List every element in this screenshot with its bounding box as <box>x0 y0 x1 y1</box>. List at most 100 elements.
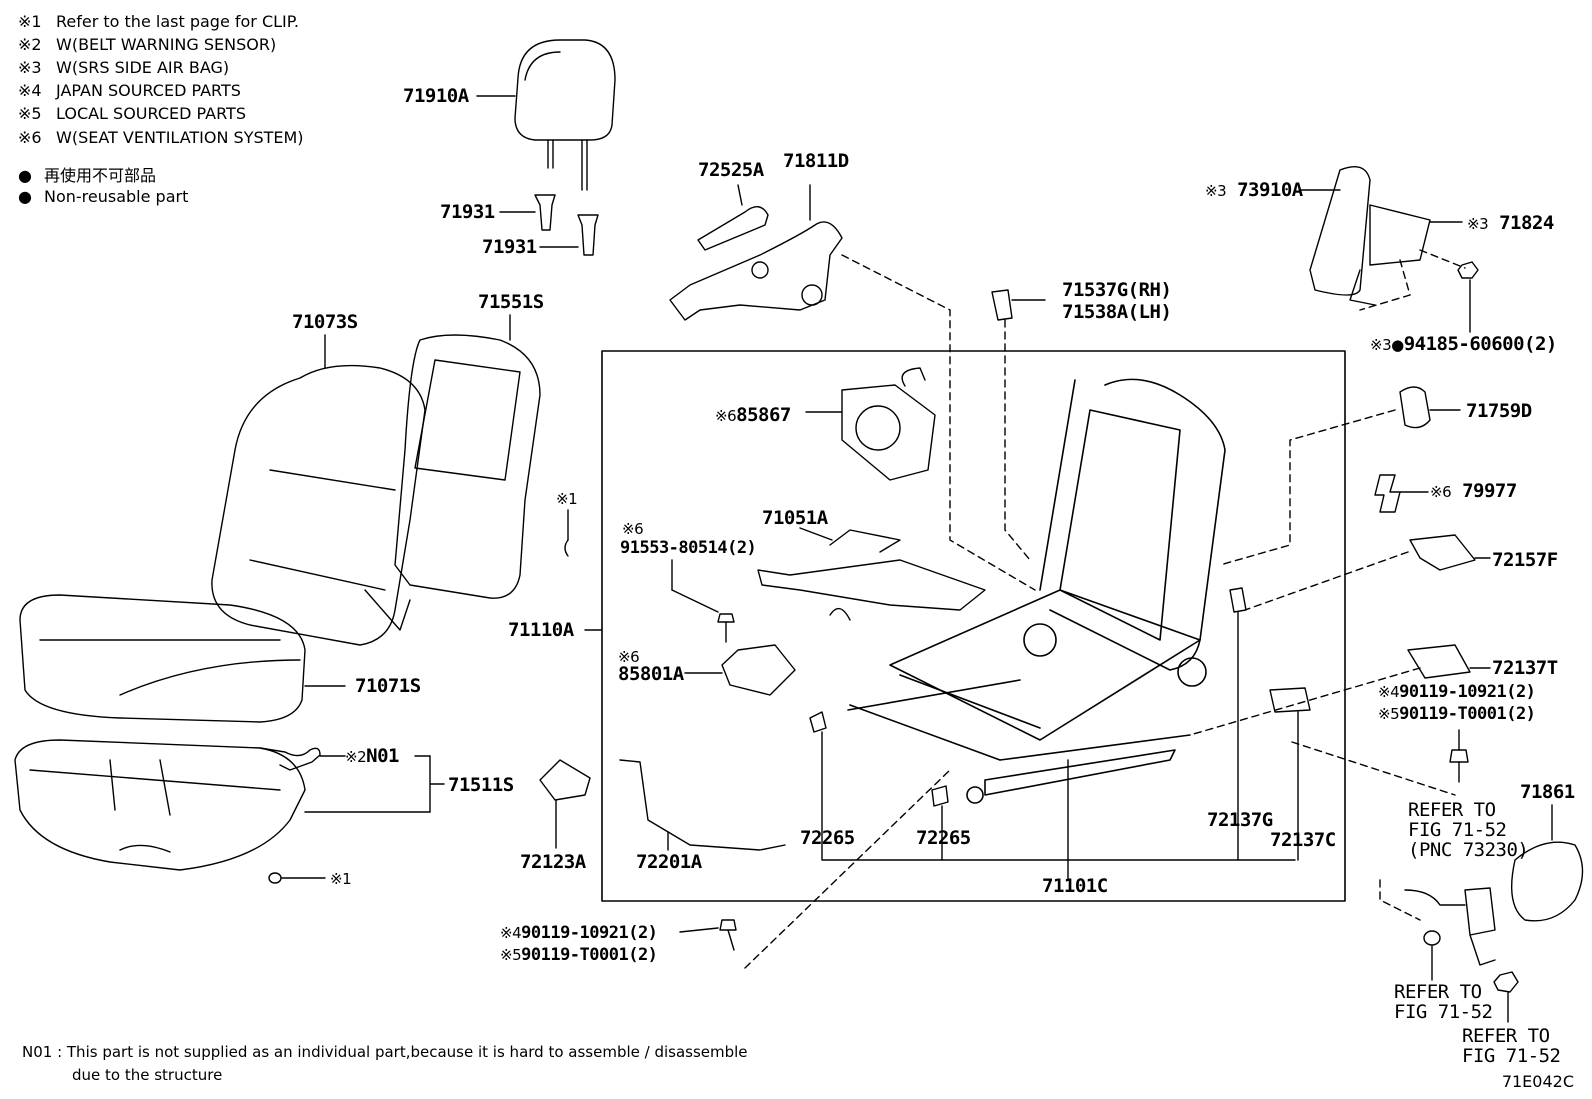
seatback-pad-drawing <box>364 314 541 631</box>
part-71073S[interactable]: 71073S <box>292 311 358 333</box>
seat-belt-buckle-drawing <box>1379 879 1519 1023</box>
note-mark: ※6 <box>18 128 42 147</box>
refer-fig-71-52-a[interactable]: REFER TO FIG 71-52 <box>1394 982 1493 1023</box>
clip-note-1: ※1 <box>556 488 578 509</box>
part-71759D[interactable]: 71759D <box>1466 400 1532 422</box>
refer-line: (PNC 73230) <box>1408 839 1529 861</box>
note-mark: ※5 <box>18 104 42 123</box>
part-71824[interactable]: ※3 71824 <box>1467 213 1554 234</box>
refer-fig-71-52-pnc[interactable]: REFER TO FIG 71-52 (PNC 73230) <box>1408 800 1529 861</box>
seat-frame-drawing <box>847 378 1226 804</box>
footnote-line-1: N01 : This part is not supplied as an in… <box>22 1043 748 1061</box>
part-number: 79977 <box>1462 480 1517 502</box>
note-text: W(BELT WARNING SENSOR) <box>56 35 277 54</box>
filled-circle-icon: ● <box>18 166 32 185</box>
refer-line: FIG 71-52 <box>1462 1045 1561 1067</box>
part-number: 85867 <box>736 404 791 426</box>
part-71071S[interactable]: 71071S <box>355 675 421 697</box>
part-number: 73910A <box>1237 179 1303 201</box>
part-number: 90119-T0001(2) <box>521 945 658 965</box>
part-71538A-lh[interactable]: 71538A(LH) <box>1062 301 1172 323</box>
bracket-72123A-drawing <box>539 759 591 849</box>
lower-bolt-drawing <box>679 741 1456 969</box>
part-72525A[interactable]: 72525A <box>698 159 764 181</box>
note-mark: ※2 <box>18 35 42 54</box>
part-94185-60600[interactable]: ※3●94185-60600(2) <box>1370 334 1557 355</box>
part-73910A[interactable]: ※3 73910A <box>1205 180 1303 201</box>
note-mark: ※1 <box>556 490 578 508</box>
part-90119-10921[interactable]: ※490119-10921(2) <box>1378 682 1536 702</box>
part-number: 90119-10921(2) <box>1399 682 1536 702</box>
part-90119-10921-lower[interactable]: ※490119-10921(2) <box>500 923 658 943</box>
note-text: W(SRS SIDE AIR BAG) <box>56 58 230 77</box>
part-85801A[interactable]: 85801A <box>618 663 684 685</box>
part-72265[interactable]: 72265 <box>916 827 971 849</box>
part-90119-T0001-lower[interactable]: ※590119-T0001(2) <box>500 945 658 965</box>
part-71051A[interactable]: 71051A <box>762 507 828 529</box>
clip-note-2: ※1 <box>330 868 352 889</box>
clips-72265-drawing <box>809 711 1296 881</box>
part-71537G-rh[interactable]: 71537G(RH) <box>1062 279 1172 301</box>
part-72137C[interactable]: 72137C <box>1270 829 1336 851</box>
footnote-line-2: due to the structure <box>72 1066 223 1084</box>
figure-code: 71E042C <box>1501 1072 1574 1091</box>
refer-line: FIG 71-52 <box>1394 1001 1493 1023</box>
part-72137T[interactable]: 72137T <box>1492 657 1558 679</box>
part-71811D[interactable]: 71811D <box>783 150 849 172</box>
part-85801A-note: ※6 <box>618 646 640 667</box>
note-6: ※6 W(SEAT VENTILATION SYSTEM) <box>18 128 304 147</box>
part-number: 90119-10921(2) <box>521 923 658 943</box>
note-text: JAPAN SOURCED PARTS <box>56 81 241 100</box>
part-90119-T0001[interactable]: ※590119-T0001(2) <box>1378 704 1536 724</box>
note-mark: ※2 <box>345 748 367 766</box>
note-mark: ※3● <box>1370 336 1404 354</box>
part-71931[interactable]: 71931 <box>482 236 537 258</box>
refer-fig-71-52-b[interactable]: REFER TO FIG 71-52 <box>1462 1025 1561 1067</box>
part-71551S[interactable]: 71551S <box>478 291 544 313</box>
note-mark: ※3 <box>18 58 42 77</box>
part-71101C[interactable]: 71101C <box>1042 875 1108 897</box>
note-mark: ※6 <box>715 407 737 425</box>
part-91553-80514[interactable]: 91553-80514(2) <box>620 538 757 558</box>
note-mark: ※4 <box>18 81 42 100</box>
part-72265[interactable]: 72265 <box>800 827 855 849</box>
ventilation-fan-drawing <box>805 367 936 481</box>
part-number: N01 <box>366 745 399 767</box>
filled-circle-icon: ● <box>18 187 32 206</box>
part-71910A[interactable]: 71910A <box>403 85 469 107</box>
clip-drawing <box>268 509 569 884</box>
seat-cushion-cover-drawing <box>19 594 346 723</box>
note-mark: ※3 <box>1467 215 1489 233</box>
note-mark: ※1 <box>18 12 42 31</box>
note-text: Refer to the last page for CLIP. <box>56 12 299 31</box>
headrest-support-drawing <box>499 194 599 256</box>
part-91553-note: ※6 <box>622 518 644 539</box>
refer-line: REFER TO <box>1462 1025 1550 1047</box>
seatback-cover-drawing <box>211 334 426 646</box>
right-side-small-parts-drawing <box>1189 386 1491 736</box>
part-71110A[interactable]: 71110A <box>508 619 574 641</box>
part-79977[interactable]: ※6 79977 <box>1430 481 1517 502</box>
part-71511S[interactable]: 71511S <box>448 774 514 796</box>
part-72201A[interactable]: 72201A <box>636 851 702 873</box>
part-71931[interactable]: 71931 <box>440 201 495 223</box>
part-number: 71824 <box>1499 212 1554 234</box>
note-mark: ※1 <box>330 870 352 888</box>
legend-text: 再使用不可部品 <box>44 166 157 185</box>
seat-cushion-pad-drawing <box>14 739 306 871</box>
note-mark: ※4 <box>500 924 522 942</box>
part-85867[interactable]: ※685867 <box>715 405 791 426</box>
note-text: W(SEAT VENTILATION SYSTEM) <box>56 128 304 147</box>
part-72137G[interactable]: 72137G <box>1207 809 1273 831</box>
note-3: ※3 W(SRS SIDE AIR BAG) <box>18 58 229 77</box>
side-airbag-drawing <box>1299 166 1466 311</box>
part-number: 90119-T0001(2) <box>1399 704 1536 724</box>
part-n01[interactable]: ※2N01 <box>345 746 399 767</box>
part-71861[interactable]: 71861 <box>1520 781 1575 803</box>
part-72123A[interactable]: 72123A <box>520 851 586 873</box>
trim-bracket-drawing <box>991 289 1046 561</box>
headrest-drawing <box>476 39 616 191</box>
part-72157F[interactable]: 72157F <box>1492 549 1558 571</box>
